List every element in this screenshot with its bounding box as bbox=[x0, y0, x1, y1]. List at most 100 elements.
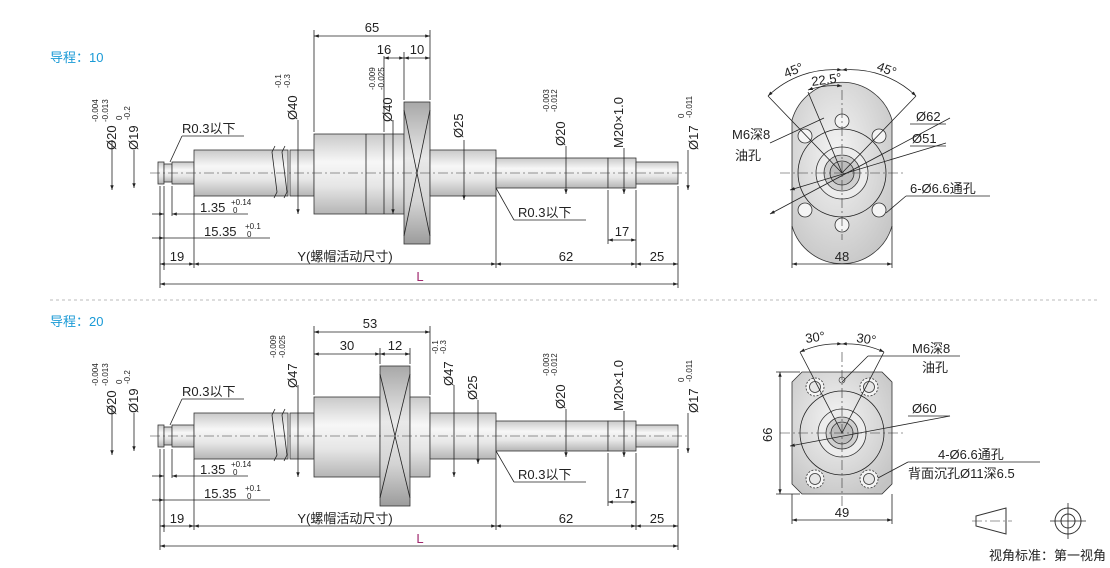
svg-text:0: 0 bbox=[233, 206, 238, 215]
section-title: 导程：20 bbox=[50, 314, 103, 329]
dim-m20: M20×1.0 bbox=[611, 360, 626, 411]
dim-pcd-60: Ø60 bbox=[912, 401, 937, 416]
section-title: 导程：10 bbox=[50, 50, 103, 65]
dim-d20-right: Ø20 bbox=[553, 121, 568, 146]
note-r03-left: R0.3以下 bbox=[182, 384, 235, 399]
dim-L: L bbox=[416, 269, 423, 284]
svg-text:0: 0 bbox=[677, 377, 686, 382]
ball-nut-body bbox=[313, 396, 381, 478]
svg-text:-0.3: -0.3 bbox=[283, 74, 292, 88]
dim-19: 19 bbox=[170, 249, 184, 264]
svg-text:-0.003: -0.003 bbox=[542, 353, 551, 376]
dim-49: 49 bbox=[835, 505, 849, 520]
length-dimensions-bottom: 1.35 +0.14 0 15.35 +0.1 0 17 19 Y(螺帽活动尺寸… bbox=[152, 186, 679, 288]
note-r03-left: R0.3以下 bbox=[182, 121, 235, 136]
svg-text:0: 0 bbox=[115, 115, 124, 120]
note-r03-right: R0.3以下 bbox=[518, 467, 571, 482]
svg-text:+0.1: +0.1 bbox=[245, 222, 261, 231]
dim-d47-flange: Ø47 bbox=[441, 361, 456, 386]
svg-text:-0.004: -0.004 bbox=[91, 363, 100, 386]
note-r03-right: R0.3以下 bbox=[518, 205, 571, 220]
dim-d17: Ø17 bbox=[686, 125, 701, 150]
dim-d17: Ø17 bbox=[686, 388, 701, 413]
flange-side-view-round: 45° 45° 22.5° M6深8 油孔 Ø62 Ø51 6-Ø6.6通孔 4… bbox=[732, 59, 990, 268]
dim-d51: Ø51 bbox=[912, 131, 937, 146]
section-lead-20: 导程：20 Ø20 -0.004 -0.013 Ø bbox=[50, 314, 1040, 550]
dim-16: 16 bbox=[377, 42, 391, 57]
dim-d40-nut: Ø40 bbox=[380, 97, 395, 122]
projection-symbol: 视角标准：第一视角 bbox=[972, 503, 1106, 563]
svg-text:0: 0 bbox=[677, 113, 686, 118]
section-lead-10: 导程：10 Ø20 -0.0 bbox=[50, 20, 990, 288]
diameter-dimensions: Ø20 -0.004 -0.013 Ø19 0 -0.2 Ø47 -0.009 … bbox=[91, 335, 701, 477]
ball-nut-body bbox=[313, 133, 405, 215]
svg-text:-0.2: -0.2 bbox=[123, 370, 132, 384]
dim-1-35: 1.35 bbox=[200, 462, 225, 477]
diameter-dimensions: Ø20 -0.004 -0.013 Ø19 0 -0.2 Ø40 -0.1 -0… bbox=[91, 67, 701, 214]
dim-d25: Ø25 bbox=[451, 113, 466, 138]
dim-62: 62 bbox=[559, 511, 573, 526]
length-dimensions-top: 53 30 12 bbox=[313, 316, 431, 395]
ball-screw-shaft bbox=[150, 365, 690, 507]
ball-nut-tail bbox=[409, 396, 431, 478]
svg-text:-0.004: -0.004 bbox=[91, 99, 100, 122]
angle-30-right: 30° bbox=[856, 330, 878, 348]
svg-text:0: 0 bbox=[233, 468, 238, 477]
angle-22-5: 22.5° bbox=[810, 70, 842, 89]
angle-45-right: 45° bbox=[875, 59, 899, 80]
svg-text:-0.013: -0.013 bbox=[101, 99, 110, 122]
note-oil-hole: 油孔 bbox=[735, 148, 761, 163]
dim-d47-nut: Ø47 bbox=[285, 363, 300, 388]
svg-text:0: 0 bbox=[247, 492, 252, 501]
svg-text:-0.025: -0.025 bbox=[278, 335, 287, 358]
dim-65: 65 bbox=[365, 20, 379, 35]
dim-m20: M20×1.0 bbox=[611, 97, 626, 148]
svg-text:0: 0 bbox=[247, 230, 252, 239]
dim-48: 48 bbox=[835, 249, 849, 264]
dim-pcd-62: Ø62 bbox=[916, 109, 941, 124]
svg-text:-0.3: -0.3 bbox=[439, 340, 448, 354]
dim-d40-thread: Ø40 bbox=[285, 95, 300, 120]
svg-text:-0.011: -0.011 bbox=[685, 95, 694, 118]
dim-25: 25 bbox=[650, 511, 664, 526]
svg-text:0: 0 bbox=[115, 379, 124, 384]
note-oil-hole: 油孔 bbox=[922, 360, 948, 375]
dim-d19: Ø19 bbox=[126, 125, 141, 150]
svg-text:-0.1: -0.1 bbox=[274, 74, 283, 88]
svg-text:-0.1: -0.1 bbox=[431, 340, 440, 354]
dim-25: 25 bbox=[650, 249, 664, 264]
note-m6: M6深8 bbox=[732, 127, 770, 142]
dim-1-35: 1.35 bbox=[200, 200, 225, 215]
angle-30-left: 30° bbox=[804, 328, 826, 346]
angle-45-left: 45° bbox=[782, 60, 806, 81]
svg-text:+0.1: +0.1 bbox=[245, 484, 261, 493]
dim-53: 53 bbox=[363, 316, 377, 331]
dim-d20-left: Ø20 bbox=[104, 125, 119, 150]
svg-text:-0.009: -0.009 bbox=[269, 335, 278, 358]
svg-text:-0.013: -0.013 bbox=[101, 363, 110, 386]
svg-text:-0.2: -0.2 bbox=[123, 106, 132, 120]
dim-10: 10 bbox=[410, 42, 424, 57]
projection-standard-label: 视角标准：第一视角 bbox=[989, 548, 1106, 563]
svg-text:-0.012: -0.012 bbox=[550, 353, 559, 376]
note-6-holes: 6-Ø6.6通孔 bbox=[910, 181, 976, 196]
dim-y-travel: Y(螺帽活动尺寸) bbox=[297, 511, 392, 526]
svg-text:-0.009: -0.009 bbox=[368, 67, 377, 90]
flange-side-view-square: 30° 30° M6深8 油孔 Ø60 66 4-Ø6.6通孔 背面沉孔Ø11深… bbox=[760, 328, 1040, 524]
svg-text:-0.012: -0.012 bbox=[550, 89, 559, 112]
dim-17: 17 bbox=[615, 486, 629, 501]
dim-d20-left: Ø20 bbox=[104, 390, 119, 415]
dim-15-35: 15.35 bbox=[204, 486, 237, 501]
dim-66: 66 bbox=[760, 428, 775, 442]
svg-text:-0.011: -0.011 bbox=[685, 359, 694, 382]
dim-15-35: 15.35 bbox=[204, 224, 237, 239]
ball-screw-shaft bbox=[150, 101, 690, 245]
svg-text:+0.14: +0.14 bbox=[231, 460, 252, 469]
note-counterbore: 背面沉孔Ø11深6.5 bbox=[908, 466, 1015, 481]
dim-y-travel: Y(螺帽活动尺寸) bbox=[297, 249, 392, 264]
svg-text:-0.025: -0.025 bbox=[377, 67, 386, 90]
dim-62: 62 bbox=[559, 249, 573, 264]
svg-text:+0.14: +0.14 bbox=[231, 198, 252, 207]
dim-19: 19 bbox=[170, 511, 184, 526]
